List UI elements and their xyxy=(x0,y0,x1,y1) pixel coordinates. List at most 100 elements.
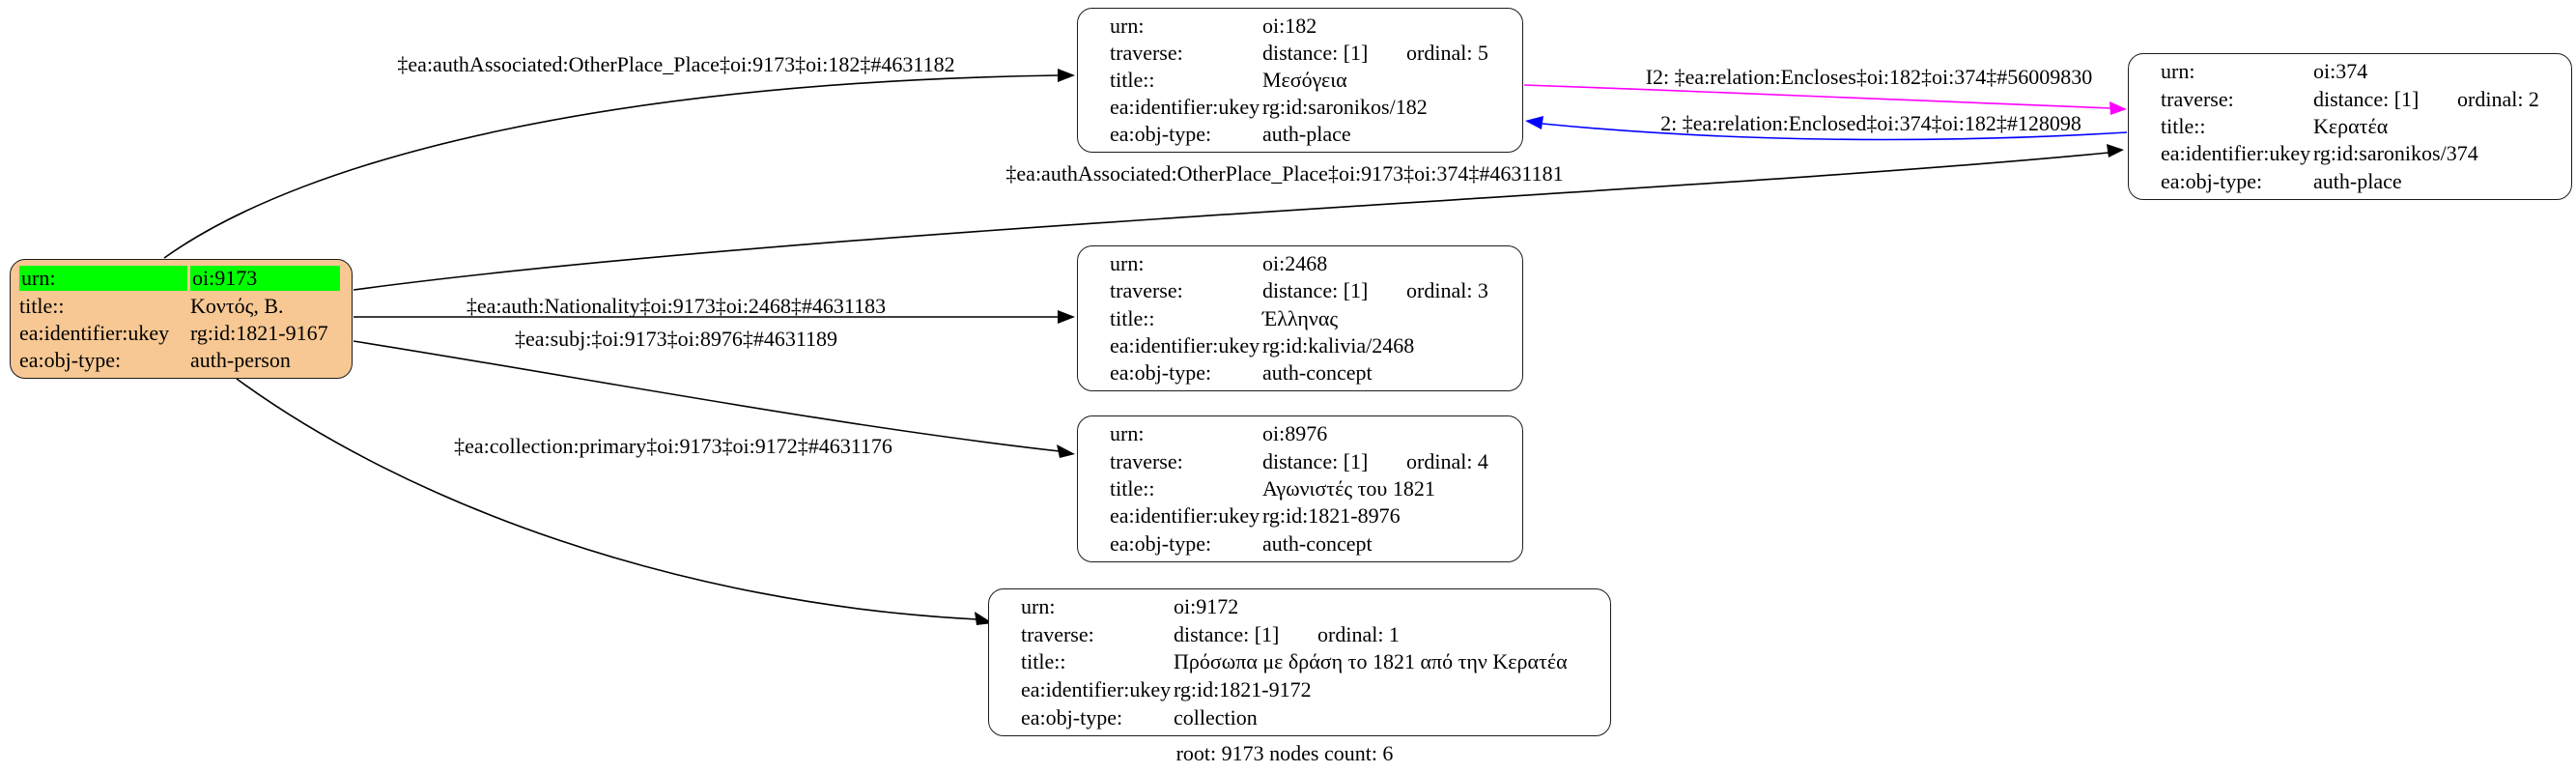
node-oi374-urn-label: urn: xyxy=(2161,59,2195,84)
edge-assoc182-label: ‡ea:authAssociated:OtherPlace_Place‡oi:9… xyxy=(397,52,955,76)
node-oi374-objtype-value: auth-place xyxy=(2313,168,2402,193)
edge-encloses-arrowhead xyxy=(2109,101,2127,115)
edge-nationality-label: ‡ea:auth:Nationality‡oi:9173‡oi:2468‡#46… xyxy=(466,294,887,318)
node-oi374-row-traverse: traverse: distance: [1] ordinal: 2 xyxy=(2129,85,2571,112)
node-oi374-row-objtype: ea:obj-type: auth-place xyxy=(2129,168,2571,195)
node-oi374-row-urn: urn: oi:374 xyxy=(2129,58,2571,85)
node-oi9173-objtype-label: ea:obj-type: xyxy=(19,348,122,372)
node-oi182-row-title: title:: Μεσόγεια xyxy=(1078,67,1522,94)
node-oi182[interactable]: urn: oi:182 traverse: distance: [1] ordi… xyxy=(1077,8,1523,153)
node-oi182-objtype-value: auth-place xyxy=(1262,122,1351,146)
node-oi9172-row-title: title:: Πρόσωπα με δράση το 1821 από την… xyxy=(989,648,1610,676)
node-oi182-row-ukey: ea:identifier:ukey rg:id:saronikos/182 xyxy=(1078,94,1522,121)
node-oi8976-ordinal-value: ordinal: 4 xyxy=(1406,448,1488,473)
node-oi9173[interactable]: urn: oi:9173 title:: Κοντός, Β. ea:ident… xyxy=(10,259,353,379)
node-oi9172[interactable]: urn: oi:9172 traverse: distance: [1] ord… xyxy=(988,588,1611,736)
node-oi8976-row-ukey: ea:identifier:ukey rg:id:1821-8976 xyxy=(1078,502,1522,530)
node-oi2468-row-title: title:: Έλληνας xyxy=(1078,304,1522,331)
node-oi374-row-ukey: ea:identifier:ukey rg:id:saronikos/374 xyxy=(2129,140,2571,167)
edge-assoc374-label: ‡ea:authAssociated:OtherPlace_Place‡oi:9… xyxy=(1005,161,1564,186)
node-oi2468-row-ukey: ea:identifier:ukey rg:id:kalivia/2468 xyxy=(1078,332,1522,359)
node-oi8976[interactable]: urn: oi:8976 traverse: distance: [1] ord… xyxy=(1077,415,1523,562)
node-oi8976-distance-value: distance: [1] xyxy=(1262,448,1369,473)
node-oi374-title-label: title:: xyxy=(2161,114,2206,139)
node-oi9172-objtype-value: collection xyxy=(1174,704,1258,730)
node-oi8976-objtype-value: auth-concept xyxy=(1262,530,1373,556)
node-oi2468-traverse-label: traverse: xyxy=(1110,278,1183,303)
edge-nationality-arrowhead xyxy=(1058,310,1075,324)
node-oi2468-objtype-value: auth-concept xyxy=(1262,359,1373,385)
node-oi182-row-traverse: traverse: distance: [1] ordinal: 5 xyxy=(1078,40,1522,67)
edge-enclosed-path xyxy=(1542,123,2128,141)
edge-subj-label: ‡ea:subj:‡oi:9173‡oi:8976‡#4631189 xyxy=(514,327,838,351)
node-oi182-distance-value: distance: [1] xyxy=(1262,41,1369,65)
node-oi8976-urn-value: oi:8976 xyxy=(1262,421,1328,446)
node-oi9172-urn-value: oi:9172 xyxy=(1174,594,1239,619)
node-oi374-title-value: Κερατέα xyxy=(2313,114,2389,139)
node-oi2468-objtype-label: ea:obj-type: xyxy=(1110,359,1212,385)
node-oi374-row-title: title:: Κερατέα xyxy=(2129,113,2571,140)
node-oi182-row-urn: urn: oi:182 xyxy=(1078,13,1522,40)
node-oi2468-row-urn: urn: oi:2468 xyxy=(1078,250,1522,277)
edge-encloses-path xyxy=(1523,84,2112,109)
node-oi9173-title-value: Κοντός, Β. xyxy=(190,294,284,318)
node-oi9172-row-urn: urn: oi:9172 xyxy=(989,593,1610,621)
node-oi9172-urn-label: urn: xyxy=(1021,594,1056,619)
node-oi8976-row-traverse: traverse: distance: [1] ordinal: 4 xyxy=(1078,447,1522,474)
node-oi374-ukey-value: rg:id:saronikos/374 xyxy=(2313,141,2478,166)
node-oi182-ordinal-value: ordinal: 5 xyxy=(1406,41,1488,65)
node-oi9172-ukey-label: ea:identifier:ukey xyxy=(1021,677,1172,702)
node-oi8976-row-urn: urn: oi:8976 xyxy=(1078,420,1522,447)
node-oi8976-ukey-value: rg:id:1821-8976 xyxy=(1262,503,1401,529)
node-oi182-row-objtype: ea:obj-type: auth-place xyxy=(1078,121,1522,148)
edge-enclosed-arrowhead xyxy=(1525,116,1543,129)
node-oi9172-row-ukey: ea:identifier:ukey rg:id:1821-9172 xyxy=(989,676,1610,704)
node-oi2468-row-traverse: traverse: distance: [1] ordinal: 3 xyxy=(1078,277,1522,304)
node-oi374-urn-value: oi:374 xyxy=(2313,59,2368,84)
graph-root-label: root: 9173 nodes count: 6 xyxy=(1175,741,1394,765)
node-oi182-traverse-label: traverse: xyxy=(1110,41,1183,65)
edge-collection-label: ‡ea:collection:primary‡oi:9173‡oi:9172‡#… xyxy=(454,434,892,458)
node-oi9172-row-objtype: ea:obj-type: collection xyxy=(989,703,1610,731)
node-oi9172-title-label: title:: xyxy=(1021,649,1066,674)
node-oi182-ukey-label: ea:identifier:ukey xyxy=(1110,95,1260,119)
node-oi2468-urn-label: urn: xyxy=(1110,251,1145,276)
node-oi9173-row-title: title:: Κοντός, Β. xyxy=(11,293,352,320)
node-oi8976-traverse-label: traverse: xyxy=(1110,448,1183,473)
node-oi9172-ukey-value: rg:id:1821-9172 xyxy=(1174,677,1312,702)
node-oi374-objtype-label: ea:obj-type: xyxy=(2161,168,2263,193)
node-oi9172-title-value: Πρόσωπα με δράση το 1821 από την Κερατέα xyxy=(1174,649,1568,674)
node-oi2468-ordinal-value: ordinal: 3 xyxy=(1406,278,1488,303)
node-oi2468-row-objtype: ea:obj-type: auth-concept xyxy=(1078,359,1522,386)
node-oi182-title-label: title:: xyxy=(1110,68,1155,92)
node-oi2468[interactable]: urn: oi:2468 traverse: distance: [1] ord… xyxy=(1077,245,1523,391)
node-oi2468-title-value: Έλληνας xyxy=(1262,305,1339,330)
node-oi9173-row-ukey: ea:identifier:ukey rg:id:1821-9167 xyxy=(11,320,352,347)
edge-enclosed-label: 2: ‡ea:relation:Enclosed‡oi:374‡oi:182‡#… xyxy=(1660,111,2081,135)
edge-subj-arrowhead xyxy=(1057,444,1075,458)
node-oi2468-title-label: title:: xyxy=(1110,305,1155,330)
edge-assoc182-path xyxy=(163,74,1061,259)
node-oi8976-row-title: title:: Αγωνιστές του 1821 xyxy=(1078,475,1522,502)
node-oi374[interactable]: urn: oi:374 traverse: distance: [1] ordi… xyxy=(2128,53,2572,200)
edge-subj-path xyxy=(353,340,1061,452)
node-oi9173-row-urn: urn: oi:9173 xyxy=(11,264,352,293)
node-oi182-urn-label: urn: xyxy=(1110,14,1145,38)
node-oi374-ukey-label: ea:identifier:ukey xyxy=(2161,141,2311,166)
node-oi8976-ukey-label: ea:identifier:ukey xyxy=(1110,503,1260,529)
node-oi374-traverse-label: traverse: xyxy=(2161,86,2234,111)
node-oi9173-title-label: title:: xyxy=(19,294,65,318)
node-oi8976-title-value: Αγωνιστές του 1821 xyxy=(1262,476,1435,501)
node-oi8976-title-label: title:: xyxy=(1110,476,1155,501)
edge-encloses-label: I2: ‡ea:relation:Encloses‡oi:182‡oi:374‡… xyxy=(1645,65,2093,89)
node-oi9172-objtype-label: ea:obj-type: xyxy=(1021,704,1123,730)
node-oi8976-objtype-label: ea:obj-type: xyxy=(1110,530,1212,556)
node-oi374-distance-value: distance: [1] xyxy=(2313,86,2420,111)
node-oi9172-row-traverse: traverse: distance: [1] ordinal: 1 xyxy=(989,621,1610,649)
node-oi9173-urn-label: urn: xyxy=(19,266,187,291)
node-oi182-urn-value: oi:182 xyxy=(1262,14,1317,38)
node-oi182-objtype-label: ea:obj-type: xyxy=(1110,122,1212,146)
edge-assoc374-path xyxy=(353,152,2109,291)
